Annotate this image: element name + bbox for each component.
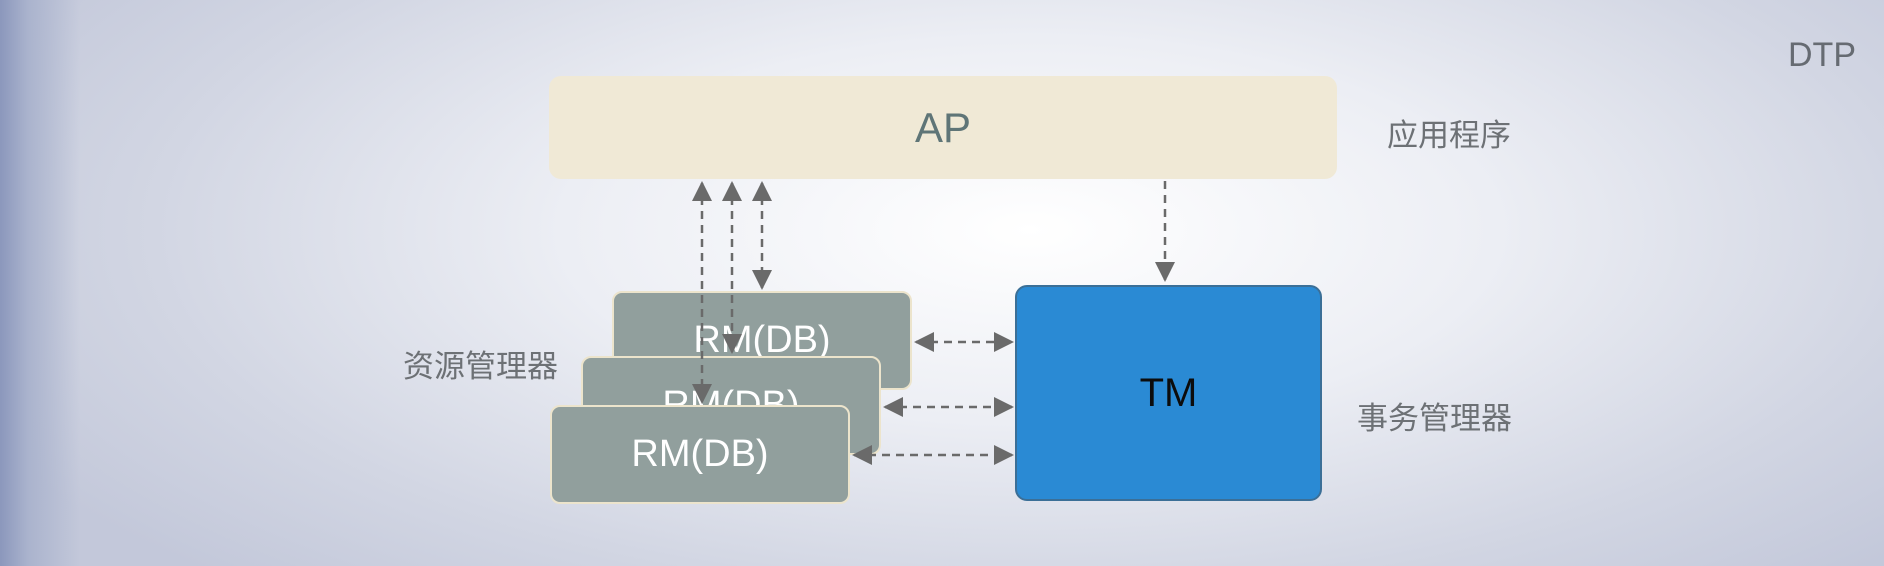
tm-description-label: 事务管理器 bbox=[1357, 401, 1512, 436]
rm-node-front: RM(DB) bbox=[550, 405, 850, 504]
ap-node: AP bbox=[549, 76, 1337, 179]
rm-node-front-label: RM(DB) bbox=[631, 433, 769, 475]
background-edge-shade bbox=[0, 0, 80, 566]
ap-node-label: AP bbox=[914, 103, 972, 151]
tm-node-label: TM bbox=[1139, 370, 1198, 415]
rm-description-label: 资源管理器 bbox=[403, 349, 558, 384]
rm-node-back-label: RM(DB) bbox=[693, 319, 831, 361]
ap-description-label: 应用程序 bbox=[1387, 118, 1511, 153]
tm-node: TM bbox=[1015, 285, 1322, 501]
diagram-corner-label: DTP bbox=[1788, 36, 1856, 74]
